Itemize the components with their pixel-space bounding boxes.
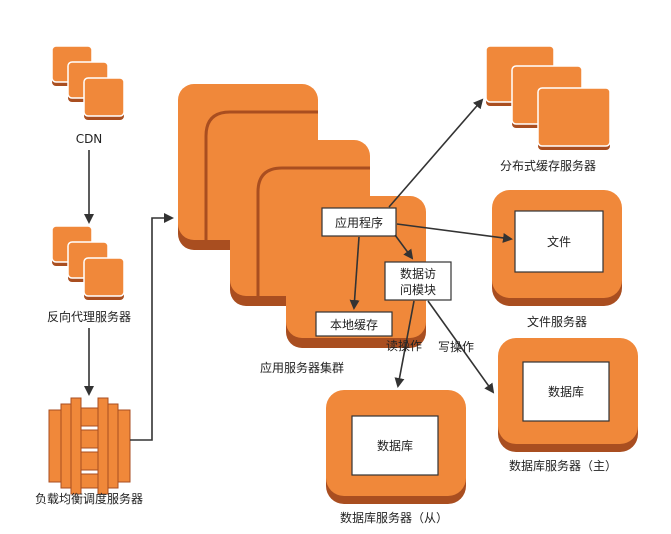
data-access-label-line1: 数据访 bbox=[400, 266, 436, 281]
local-cache-box bbox=[315, 311, 393, 337]
reverse-proxy-server-icon bbox=[51, 225, 125, 300]
app-to-cache-arrow bbox=[388, 98, 484, 208]
load-balancer-label: 负载均衡调度服务器 bbox=[35, 491, 143, 506]
server-tile bbox=[537, 87, 611, 150]
data-access-box bbox=[384, 261, 452, 301]
file-server-label: 文件服务器 bbox=[527, 314, 587, 329]
app-to-file-arrow bbox=[396, 223, 513, 243]
load-balancer-icon bbox=[48, 397, 131, 495]
app-program-box bbox=[321, 207, 397, 237]
app-program-label: 应用程序 bbox=[335, 215, 383, 230]
server-tile bbox=[83, 77, 125, 120]
server-tile bbox=[83, 257, 125, 300]
write-arrow bbox=[427, 300, 495, 394]
file-server-icon bbox=[492, 190, 622, 306]
db-slave-server-icon bbox=[326, 390, 466, 504]
db-slave-label: 数据库服务器（从） bbox=[340, 510, 448, 525]
db-master-label: 数据库服务器（主） bbox=[509, 458, 617, 473]
app-server-cluster-icon bbox=[178, 84, 426, 348]
file-inner-label: 文件 bbox=[547, 234, 571, 249]
lb-to-app-arrow bbox=[130, 213, 174, 441]
db-slave-inner-label: 数据库 bbox=[377, 438, 413, 453]
cdn-label: CDN bbox=[76, 132, 103, 146]
read-edge-label: 读操作 bbox=[386, 338, 422, 353]
db-master-server-icon bbox=[498, 338, 638, 452]
write-edge-label: 写操作 bbox=[438, 339, 474, 354]
distributed-cache-server-icon bbox=[485, 45, 611, 150]
app-cluster-label: 应用服务器集群 bbox=[260, 360, 344, 375]
db-master-inner-label: 数据库 bbox=[548, 384, 584, 399]
distributed-cache-label: 分布式缓存服务器 bbox=[500, 158, 596, 173]
data-access-label-line2: 问模块 bbox=[400, 283, 436, 297]
app-to-local-cache-arrow bbox=[349, 236, 360, 310]
app-to-data-access-arrow bbox=[394, 234, 414, 260]
reverse-proxy-label: 反向代理服务器 bbox=[47, 309, 131, 324]
read-arrow bbox=[394, 300, 415, 388]
cdn-server-icon bbox=[51, 45, 125, 120]
local-cache-label: 本地缓存 bbox=[330, 318, 378, 332]
